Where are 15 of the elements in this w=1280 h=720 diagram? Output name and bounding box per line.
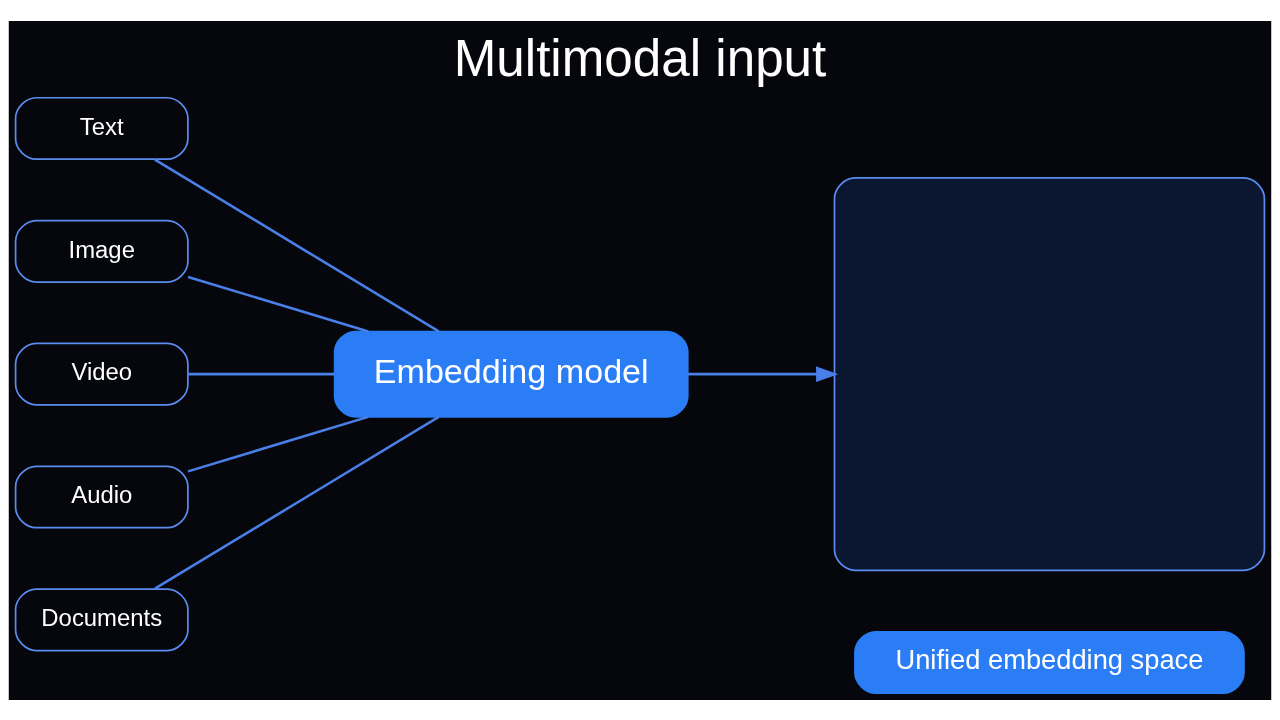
node-box: Unified embedding space [854,630,1245,694]
connector [187,415,369,473]
node-box: Text [14,96,189,160]
node-box: Video [14,342,189,406]
node-box: Image [14,219,189,283]
connector [187,275,369,333]
connector [154,415,440,590]
diagram-title: Multimodal input [453,29,827,87]
node-box: Audio [14,464,189,529]
arrow [688,365,839,382]
node-box [833,176,1266,571]
connector [154,158,440,332]
node-box: Embedding model [333,330,689,418]
node-box: Documents [14,587,189,651]
connector [188,372,335,375]
